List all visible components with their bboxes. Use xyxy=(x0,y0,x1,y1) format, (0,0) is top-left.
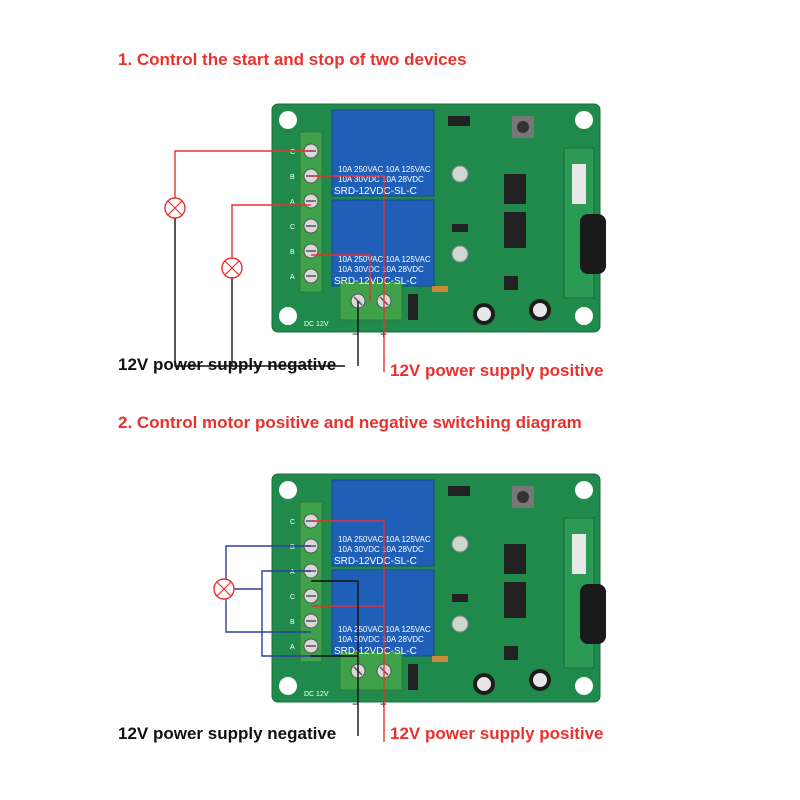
relay-1a-rating-2: 10A 30VDC 10A 28VDC xyxy=(338,175,424,184)
lamp-2 xyxy=(221,257,243,279)
relay-2b-rating-2: 10A 30VDC 10A 28VDC xyxy=(338,635,424,644)
board-1: 10A 250VAC 10A 125VAC 10A 30VDC 10A 28VD… xyxy=(271,103,607,341)
board-2-minus: − xyxy=(352,697,359,711)
relay-2a-rating-2: 10A 30VDC 10A 28VDC xyxy=(338,545,424,554)
relay-1b-rating-2: 10A 30VDC 10A 28VDC xyxy=(338,265,424,274)
lamp-1 xyxy=(164,197,186,219)
section-2-title: 2. Control motor positive and negative s… xyxy=(118,413,582,432)
section-2-negative-label: 12V power supply negative xyxy=(118,724,337,743)
board-1-terminal-a1: A xyxy=(290,199,295,206)
board-1-terminal-a2: A xyxy=(290,274,295,281)
board-2-terminal-a1: A xyxy=(290,569,295,576)
relay-2a-model: SRD-12VDC-SL-C xyxy=(334,556,417,567)
board-2-terminal-b2: B xyxy=(290,619,295,626)
motor-lamp xyxy=(213,578,235,600)
board-2-terminal-a2: A xyxy=(290,644,295,651)
relay-1a-rating-1: 10A 250VAC 10A 125VAC xyxy=(338,165,431,174)
board-2-dc-label: DC 12V xyxy=(304,691,329,698)
board-1-dc-label: DC 12V xyxy=(304,321,329,328)
board-2-terminal-c1: C xyxy=(290,519,295,526)
board-2-terminal-b1: B xyxy=(290,544,295,551)
relay-2b-model: SRD-12VDC-SL-C xyxy=(334,646,417,657)
board-1-terminal-b1: B xyxy=(290,174,295,181)
board-2: 10A 250VAC 10A 125VAC 10A 30VDC 10A 28VD… xyxy=(271,473,607,711)
section-2-positive-label: 12V power supply positive xyxy=(390,724,604,743)
board-1-terminal-c1: C xyxy=(290,149,295,156)
relay-1b-model: SRD-12VDC-SL-C xyxy=(334,276,417,287)
section-1-positive-label: 12V power supply positive xyxy=(390,361,604,380)
board-1-minus: − xyxy=(352,327,359,341)
board-2-terminal-c2: C xyxy=(290,594,295,601)
section-1-title: 1. Control the start and stop of two dev… xyxy=(118,50,467,69)
section-1-negative-label: 12V power supply negative xyxy=(118,355,337,374)
board-1-terminal-c2: C xyxy=(290,224,295,231)
section-2-wires xyxy=(214,520,385,742)
section-1-wires xyxy=(174,150,385,372)
relay-1a-model: SRD-12VDC-SL-C xyxy=(334,186,417,197)
board-1-terminal-b2: B xyxy=(290,249,295,256)
